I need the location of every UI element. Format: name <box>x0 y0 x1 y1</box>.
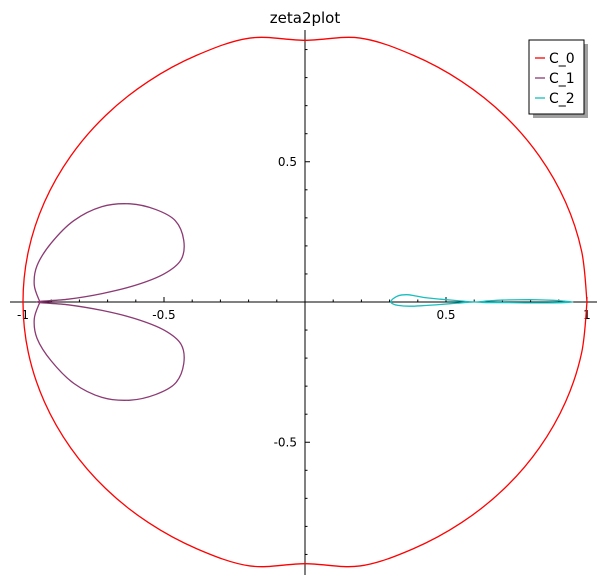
legend-label: C_2 <box>549 91 575 107</box>
chart-title: zeta2plot <box>270 9 341 27</box>
legend-label: C_0 <box>549 51 575 67</box>
x-tick-label: 1 <box>583 308 591 322</box>
legend: C_0C_1C_2 <box>528 39 588 118</box>
y-tick-label: 0.5 <box>278 155 297 169</box>
series-curve-c-0 <box>22 36 588 568</box>
x-tick-label: 0.5 <box>436 308 455 322</box>
y-tick-label: -0.5 <box>274 435 297 449</box>
x-tick-label: -0.5 <box>152 308 175 322</box>
legend-box <box>528 39 585 115</box>
series-curve-c-1 <box>33 203 185 401</box>
series-layer <box>22 36 588 568</box>
series-curve-c-2 <box>390 294 574 307</box>
legend-label: C_1 <box>549 71 575 87</box>
